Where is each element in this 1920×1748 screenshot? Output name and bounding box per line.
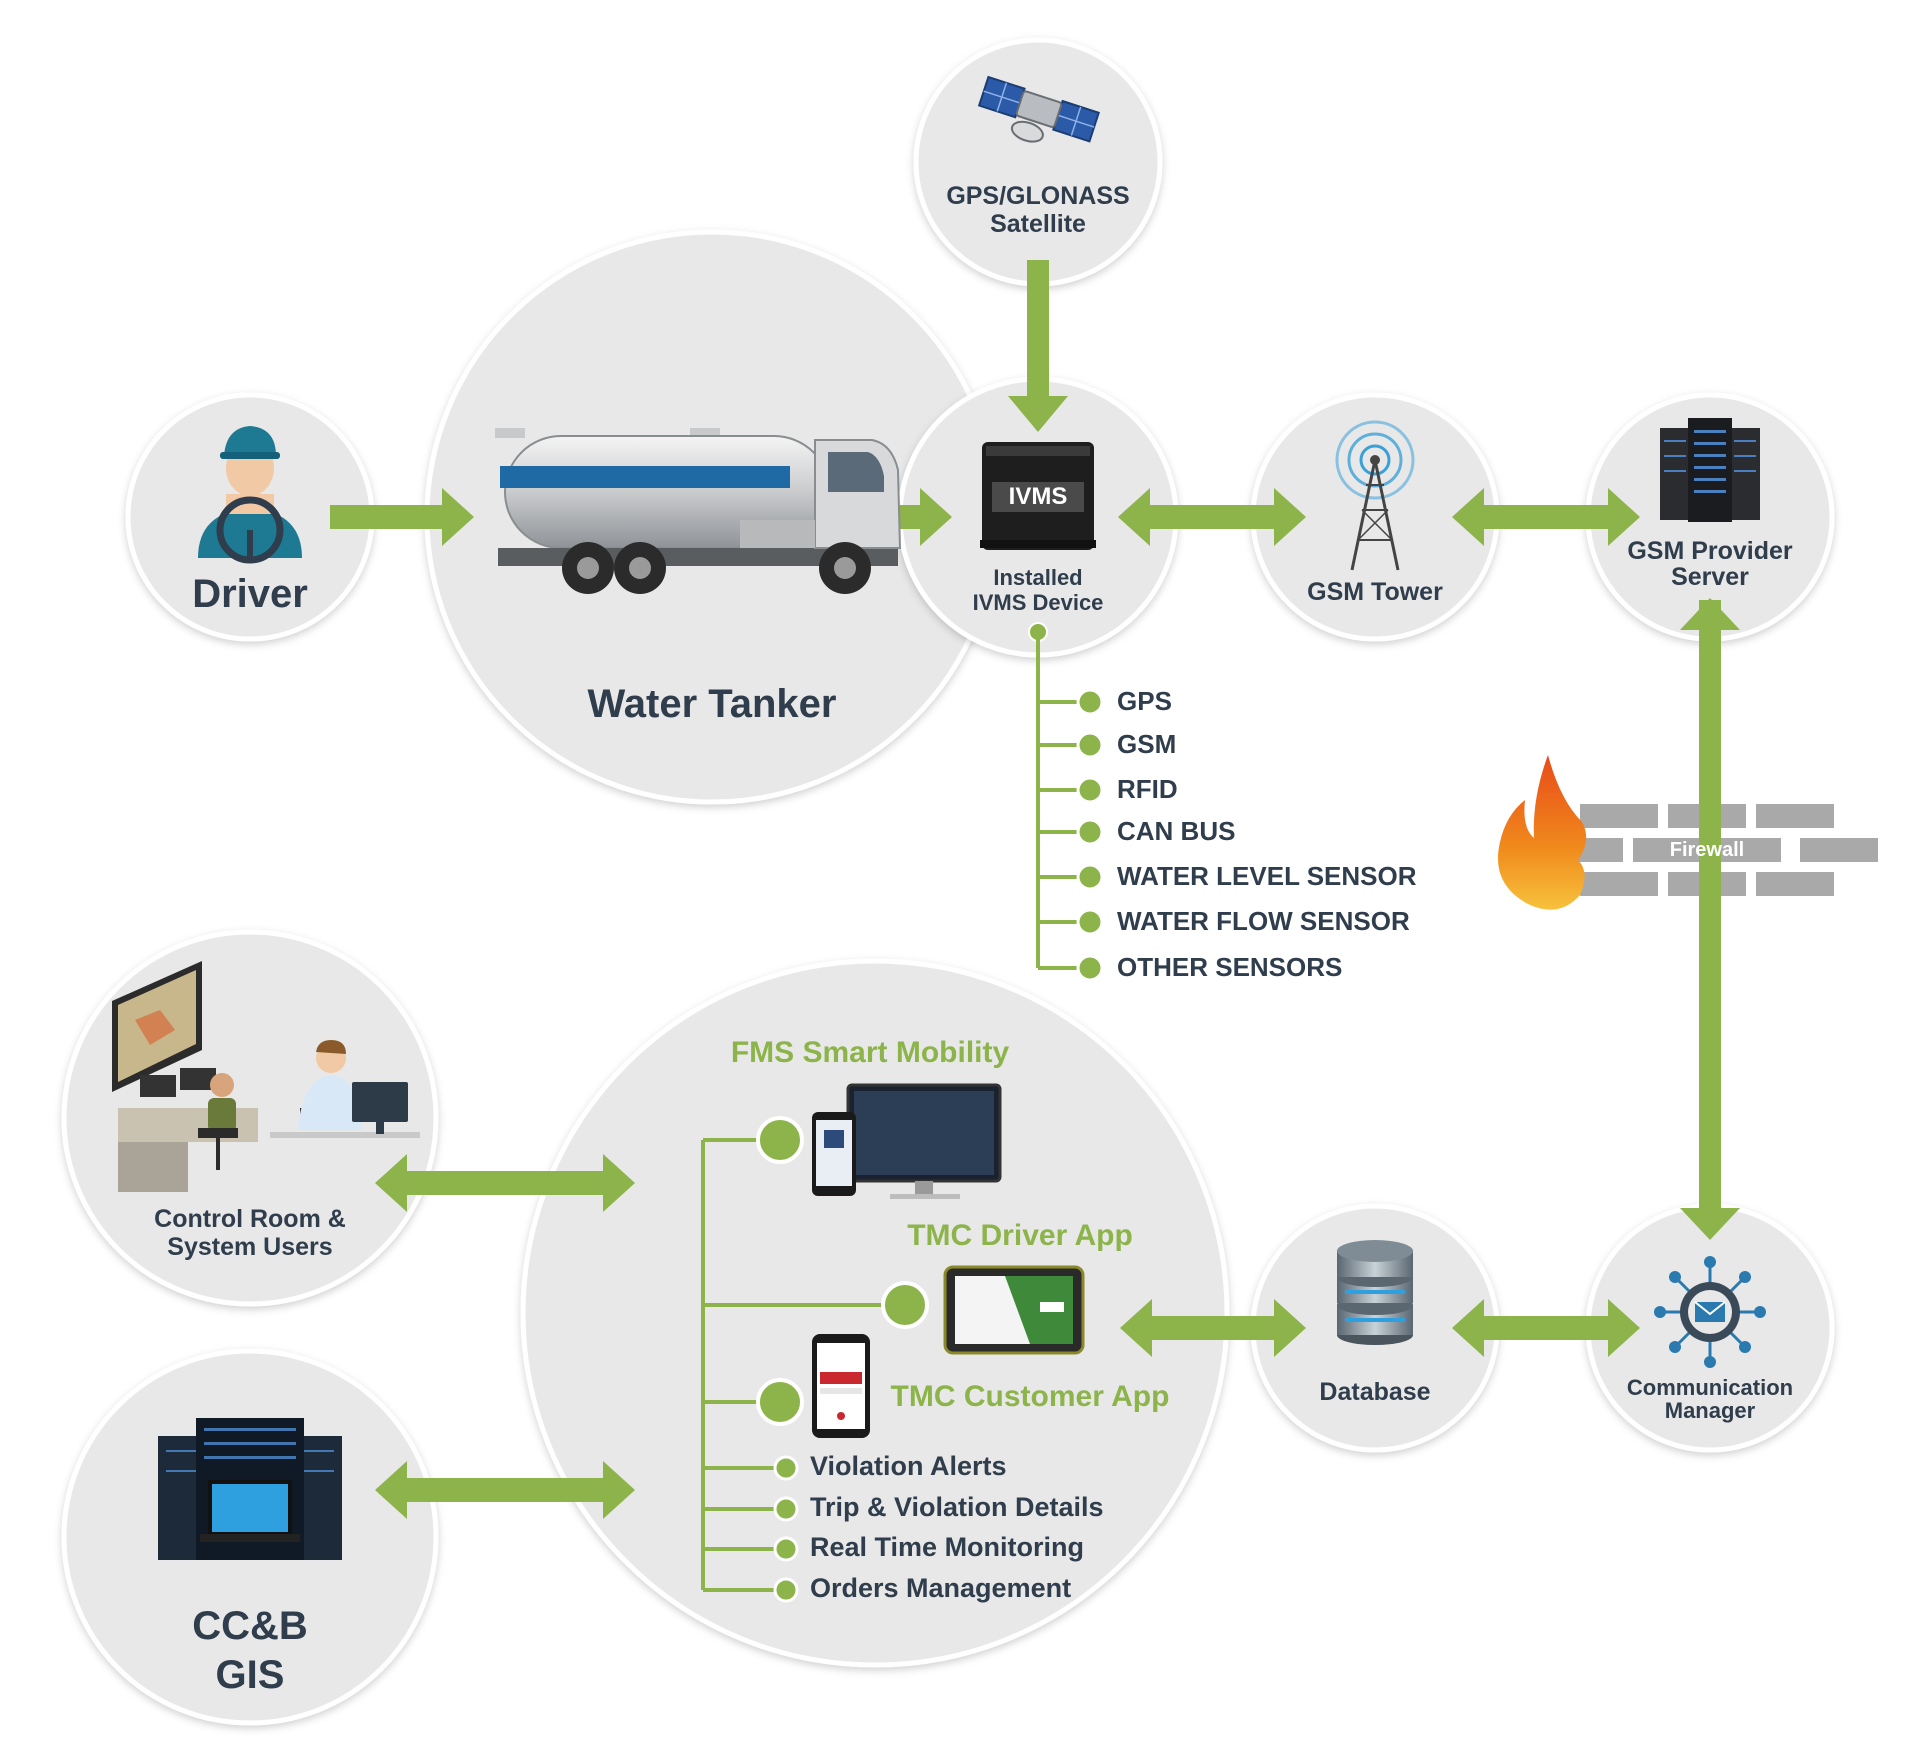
ivms-feature-item: WATER FLOW SENSOR <box>1117 906 1410 936</box>
tree-dot <box>773 1496 799 1522</box>
arrow-ccb-gis-platform <box>375 1461 635 1519</box>
arrow-database-comm-manager <box>1452 1299 1640 1357</box>
ivms-screen-text: IVMS <box>1008 483 1068 510</box>
tree-dot <box>773 1577 799 1603</box>
tree-dot <box>1076 818 1104 846</box>
ivms-feature-item: GPS <box>1117 686 1172 716</box>
driver-label: Driver <box>192 572 308 616</box>
arrow-gsm-tower-server <box>1452 488 1640 546</box>
platform-feature-item: Trip & Violation Details <box>810 1492 1104 1522</box>
driver-icon <box>198 426 302 564</box>
arrow-satellite-to-ivms <box>1008 260 1068 432</box>
gsm-tower-icon <box>1335 420 1415 571</box>
tree-dot <box>1076 776 1104 804</box>
ivms-feature-item: RFID <box>1117 774 1178 804</box>
ccb-gis-label: CC&B GIS <box>130 1602 370 1700</box>
node-circles <box>61 37 1835 1726</box>
platform-feature-item: Violation Alerts <box>810 1451 1007 1481</box>
ivms-label: Installed IVMS Device <box>938 565 1138 615</box>
gsm-tower-label: GSM Tower <box>1307 578 1443 606</box>
firewall-label: Firewall <box>1669 839 1745 861</box>
arrow-tanker-to-ivms <box>872 488 952 546</box>
arrow-driver-to-tanker <box>330 488 474 546</box>
platform-feature-item: Orders Management <box>810 1573 1072 1603</box>
water-tanker-icon <box>495 428 902 594</box>
tmc-driver-app-label: TMC Driver App <box>907 1219 1133 1252</box>
tree-dot-large <box>756 1378 804 1426</box>
tree-dot <box>1076 863 1104 891</box>
ivms-device-icon <box>980 442 1096 550</box>
arrow-control-room-platform <box>375 1154 635 1212</box>
tree-dot-large <box>881 1281 929 1329</box>
platform-feature-item: Real Time Monitoring <box>810 1532 1085 1562</box>
fms-devices-icon <box>812 1083 1002 1199</box>
platform-circle <box>520 958 1230 1668</box>
control-room-label-line2: System Users <box>167 1233 333 1261</box>
ccb-gis-label-line1: CC&B <box>192 1604 308 1648</box>
gsm-server-label: GSM Provider Server <box>1590 538 1830 591</box>
gsm-server-label-line1: GSM Provider <box>1627 537 1793 565</box>
satellite-circle <box>913 37 1163 287</box>
tree-dot <box>1076 731 1104 759</box>
comm-manager-label-line2: Manager <box>1664 1398 1756 1424</box>
arrow-platform-database <box>1120 1299 1306 1357</box>
customer-phone-icon <box>812 1334 870 1438</box>
database-icon <box>1337 1240 1413 1345</box>
satellite-label: GPS/GLONASS Satellite <box>918 182 1158 238</box>
server-cluster-icon <box>158 1418 342 1560</box>
ivms-feature-item: OTHER SENSORS <box>1117 952 1343 982</box>
ccb-gis-label-line2: GIS <box>215 1652 285 1697</box>
tmc-customer-app-label: TMC Customer App <box>890 1380 1170 1413</box>
ivms-label-line1: Installed <box>993 565 1083 590</box>
gsm-server-label-line2: Server <box>1671 563 1749 592</box>
ivms-feature-item: WATER LEVEL SENSOR <box>1117 861 1417 891</box>
tree-dot <box>1076 688 1104 716</box>
control-room-icon <box>112 961 420 1192</box>
database-label: Database <box>1319 1378 1431 1406</box>
tanker-label: Water Tanker <box>587 682 837 726</box>
driver-tablet-icon <box>943 1265 1085 1355</box>
tree-dot <box>773 1536 799 1562</box>
control-room-label-line1: Control Room & <box>154 1205 346 1233</box>
ivms-feature-tree <box>1028 622 1104 982</box>
arrow-ivms-gsm-tower <box>1118 488 1306 546</box>
tree-dot <box>1076 908 1104 936</box>
fms-smart-mobility-label: FMS Smart Mobility <box>730 1036 1010 1069</box>
platform-tree <box>701 1116 929 1603</box>
ivms-label-line2: IVMS Device <box>972 589 1104 615</box>
satellite-label-line1: GPS/GLONASS <box>946 182 1130 210</box>
tree-dot <box>1076 954 1104 982</box>
control-room-label: Control Room & System Users <box>100 1205 400 1261</box>
satellite-label-line2: Satellite <box>990 210 1086 238</box>
ivms-feature-item: GSM <box>1117 729 1177 759</box>
comm-manager-label: Communication Manager <box>1590 1376 1830 1422</box>
server-rack-icon <box>1660 418 1760 522</box>
firewall-icon <box>1498 600 1878 1208</box>
ivms-feature-item: CAN BUS <box>1117 816 1236 846</box>
tree-dot <box>773 1455 799 1481</box>
communication-manager-icon <box>1654 1256 1766 1368</box>
satellite-icon <box>977 75 1100 143</box>
comm-manager-label-line1: Communication <box>1626 1375 1794 1400</box>
tree-dot-large <box>756 1116 804 1164</box>
